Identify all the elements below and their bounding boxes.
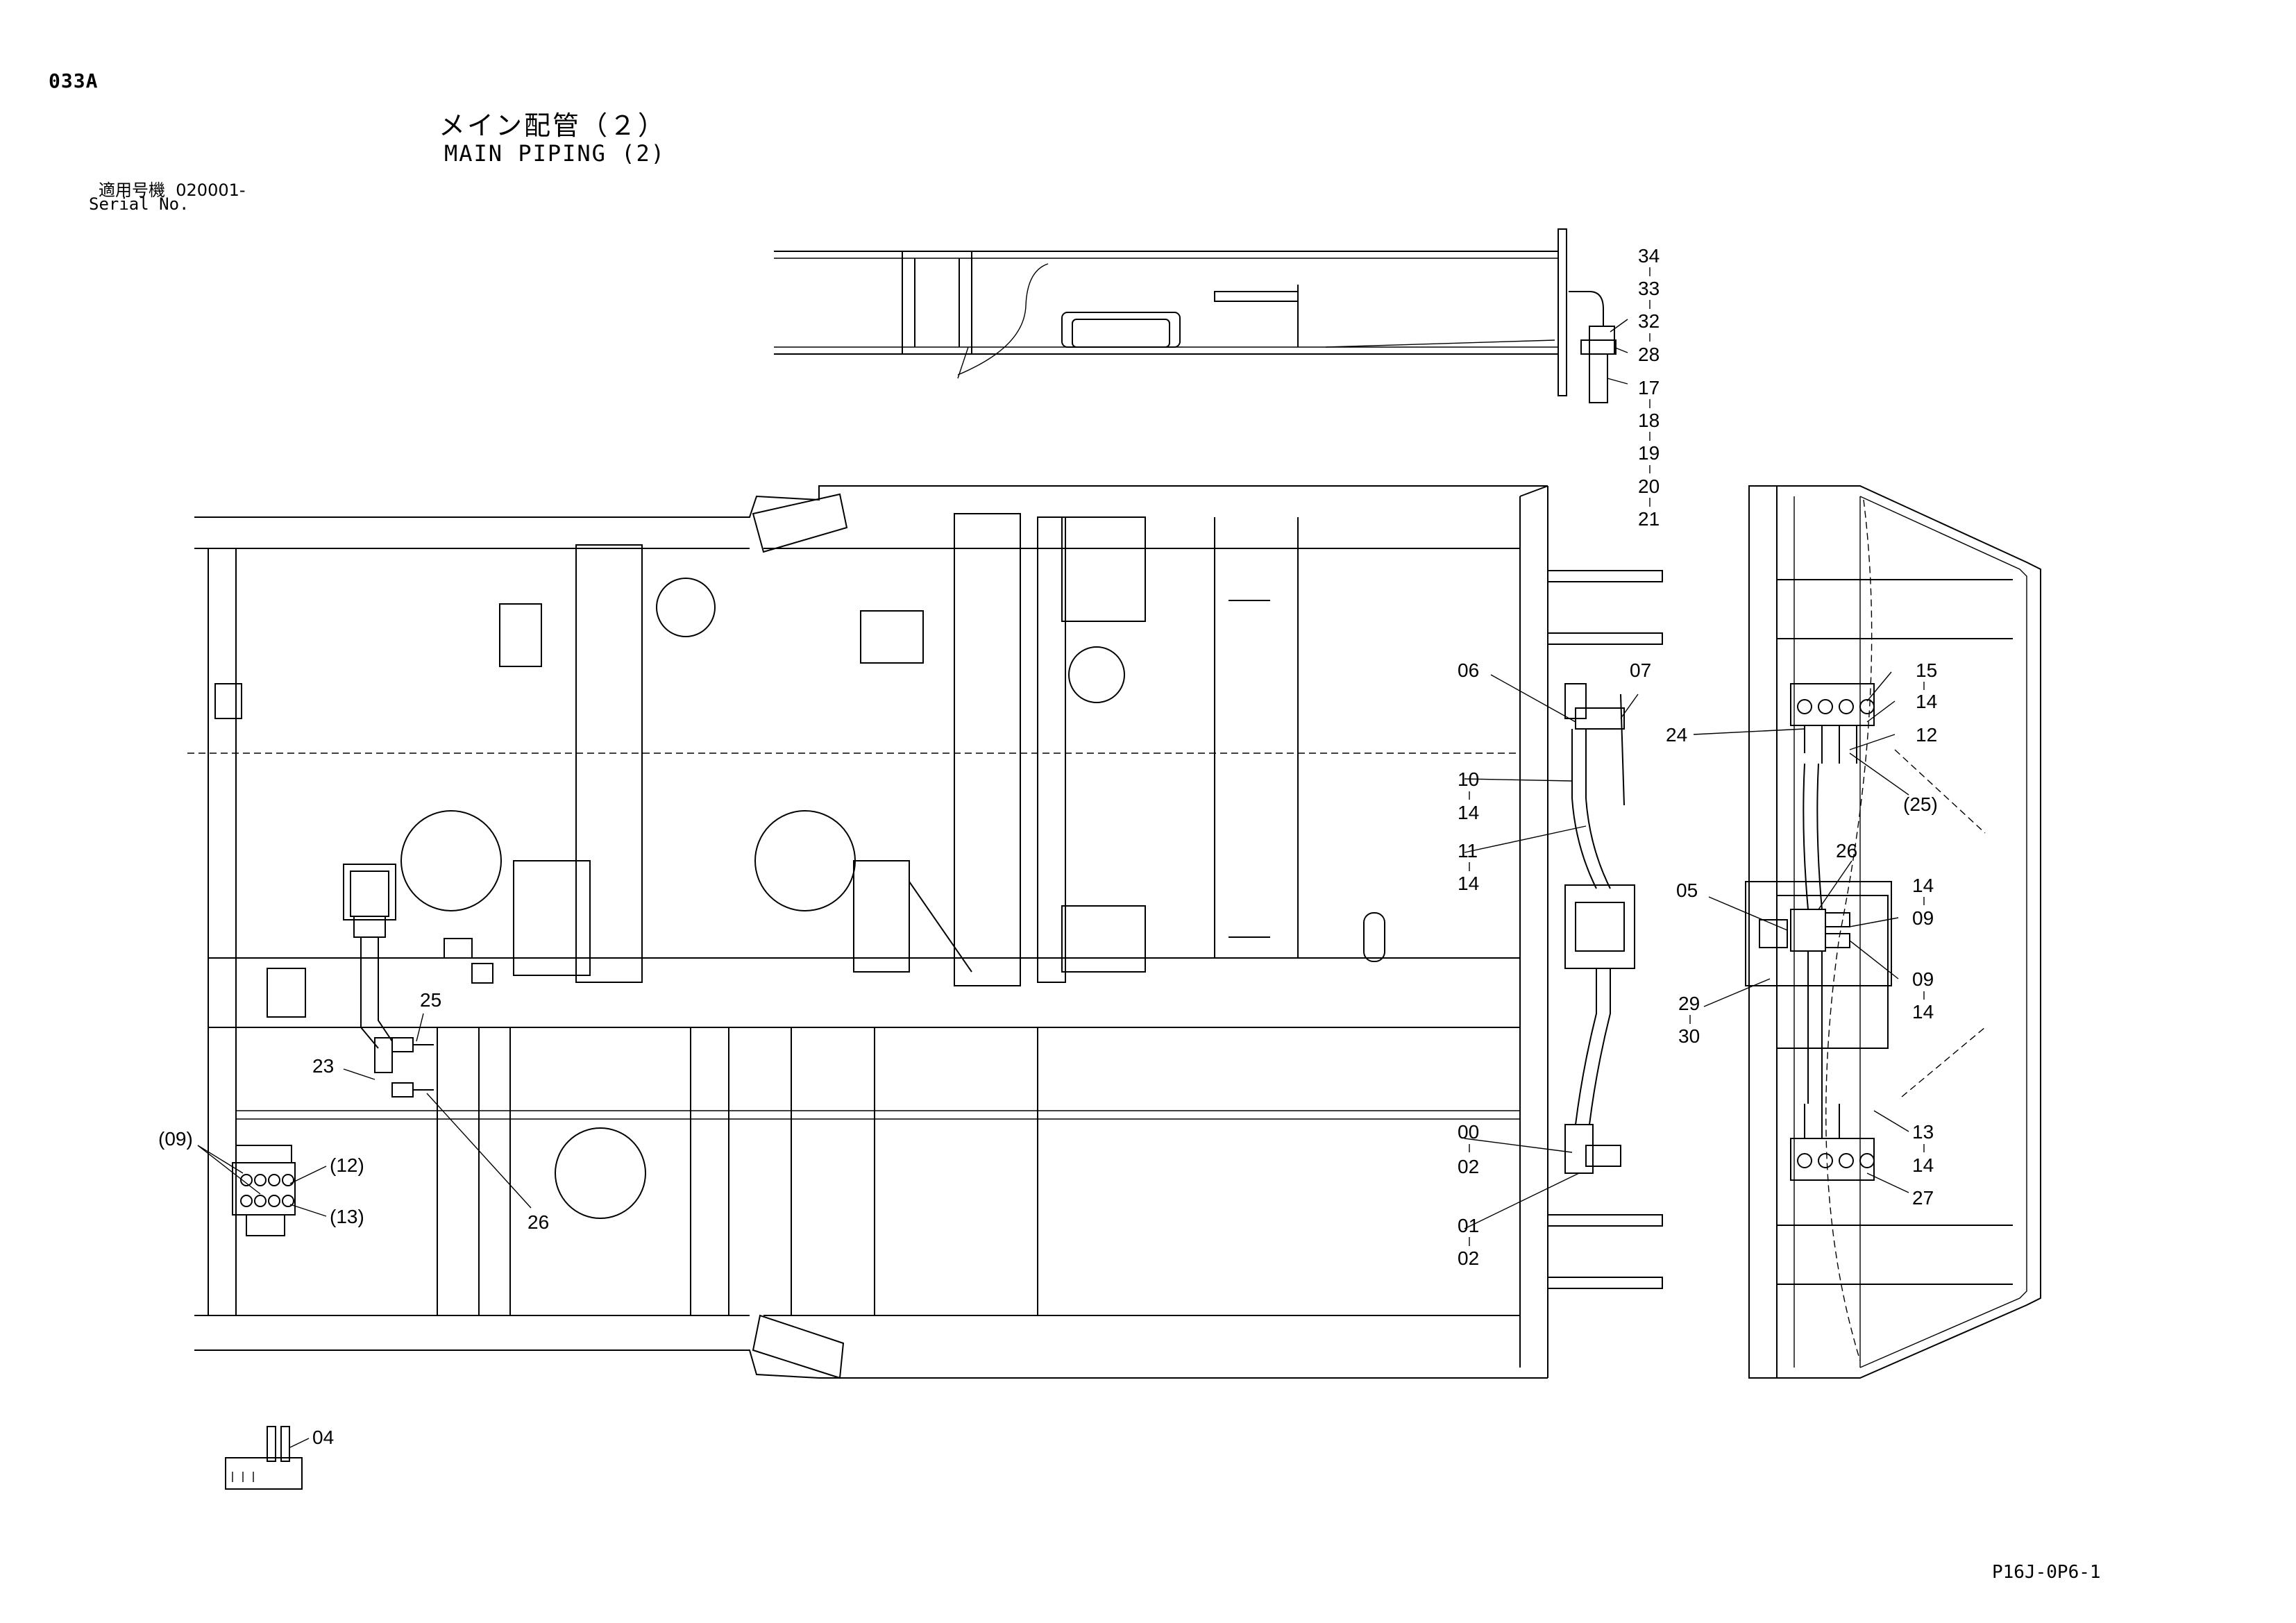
callout-34: 34	[1638, 245, 1660, 267]
callout-01: 01	[1458, 1215, 1479, 1236]
serial-label-jp: 適用号機	[99, 180, 165, 200]
callout-12-paren: (12)	[330, 1154, 364, 1176]
callout-27: 27	[1912, 1187, 1934, 1209]
title-japanese: メイン配管（２）	[439, 110, 667, 141]
callout-14-d: 14	[1912, 875, 1934, 896]
callout-23: 23	[312, 1055, 334, 1077]
callout-14-a: 14	[1458, 802, 1479, 823]
callout-10: 10	[1458, 768, 1479, 790]
callout-21: 21	[1638, 508, 1660, 530]
callout-32: 32	[1638, 310, 1660, 332]
callout-11: 11	[1458, 840, 1478, 861]
stack-dividers	[1469, 267, 1925, 1246]
serial-applicable: 適用号機 020001-	[99, 176, 246, 201]
drawing-code: P16J-0P6-1	[1992, 1562, 2101, 1583]
callout-30: 30	[1678, 1025, 1700, 1047]
callout-15: 15	[1916, 659, 1937, 681]
callout-02-a: 02	[1458, 1156, 1479, 1177]
sheet-id: 033A	[49, 69, 99, 92]
callout-26-a: 26	[527, 1211, 549, 1233]
callout-17: 17	[1638, 377, 1660, 398]
callout-13: 13	[1912, 1121, 1934, 1143]
callout-00: 00	[1458, 1121, 1479, 1143]
callout-09-a: 09	[1912, 907, 1934, 929]
callout-14-b: 14	[1458, 873, 1479, 894]
callout-05: 05	[1676, 880, 1698, 901]
callout-25-paren: (25)	[1903, 793, 1938, 815]
leader-lines	[197, 319, 1909, 1448]
serial-value: 020001-	[176, 180, 246, 200]
callout-19: 19	[1638, 442, 1660, 464]
callout-33: 33	[1638, 278, 1660, 299]
callout-29: 29	[1678, 993, 1700, 1014]
callout-26-b: 26	[1836, 840, 1857, 861]
callout-25: 25	[420, 989, 441, 1011]
callout-06: 06	[1458, 659, 1479, 681]
callout-02-b: 02	[1458, 1247, 1479, 1269]
callout-09-b: 09	[1912, 968, 1934, 990]
main-plan-view	[187, 485, 1663, 1379]
callout-14-f: 14	[1912, 1154, 1934, 1176]
top-side-view	[774, 228, 1617, 403]
callout-09-paren: (09)	[158, 1128, 193, 1150]
callout-18: 18	[1638, 410, 1660, 431]
callout-labels: 34 33 32 28 17 18 19 20 21 06 07 10 14 1…	[158, 245, 1938, 1448]
serial-label-english: Serial No.	[89, 194, 189, 214]
callout-24: 24	[1666, 724, 1687, 746]
callout-14-c: 14	[1916, 691, 1937, 712]
callout-28: 28	[1638, 344, 1660, 365]
callout-04: 04	[312, 1427, 334, 1448]
callout-14-e: 14	[1912, 1001, 1934, 1023]
right-side-view	[1745, 485, 2041, 1379]
title-english: MAIN PIPING (2)	[444, 140, 666, 167]
callout-20: 20	[1638, 476, 1660, 497]
callout-07: 07	[1630, 659, 1651, 681]
detail-04	[225, 1426, 303, 1490]
callout-13-paren: (13)	[330, 1206, 364, 1227]
callout-12: 12	[1916, 724, 1937, 746]
